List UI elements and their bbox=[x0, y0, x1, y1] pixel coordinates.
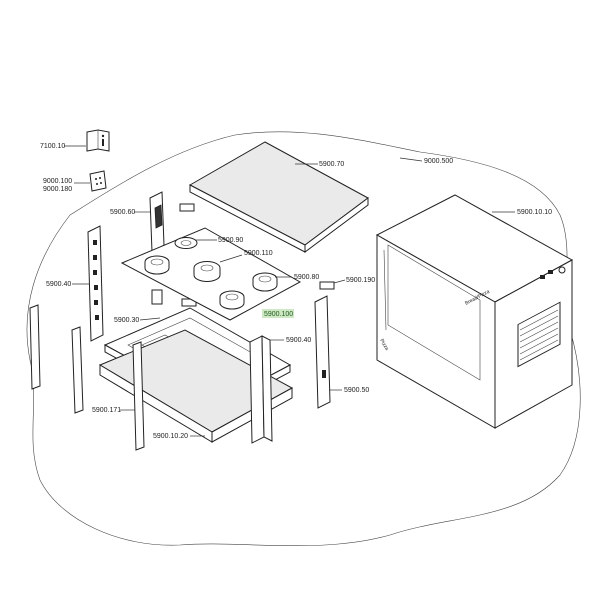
label-5900-80: 5900.80 bbox=[294, 274, 319, 281]
label-5900-40-right: 5900.40 bbox=[286, 337, 311, 344]
label-9000-500: 9000.500 bbox=[424, 158, 453, 165]
label-5900-50: 5900.50 bbox=[344, 387, 369, 394]
sticker-icon bbox=[89, 170, 107, 192]
assembly-outline bbox=[26, 131, 581, 547]
label-5900-30: 5900.30 bbox=[114, 317, 139, 324]
pad-part bbox=[179, 203, 195, 212]
pad-part bbox=[319, 281, 335, 290]
label-5900-190: 5900.190 bbox=[346, 277, 375, 284]
label-9000-180: 9000.180 bbox=[43, 186, 72, 193]
vent-grille bbox=[519, 309, 559, 361]
label-5900-171: 5900.171 bbox=[92, 407, 121, 414]
slim-strip-part bbox=[71, 326, 84, 414]
label-5900-40-left: 5900.40 bbox=[46, 281, 71, 288]
label-5900-10-10: 5900.10.10 bbox=[517, 209, 552, 216]
label-7100-10: 7100.10 bbox=[40, 143, 65, 150]
label-highlight-bg bbox=[262, 309, 294, 318]
manual-icon bbox=[86, 129, 110, 152]
base-plate-part bbox=[98, 329, 294, 443]
right-upright-part bbox=[249, 335, 273, 444]
label-5900-110: 5900.110 bbox=[244, 250, 273, 257]
ring-bottom bbox=[219, 290, 245, 310]
label-5900-70: 5900.70 bbox=[319, 161, 344, 168]
label-5900-100: 5900.100 bbox=[264, 311, 293, 318]
left-side-strip-part bbox=[87, 225, 104, 342]
oven-housing-part: Bread/Pizza Pizza bbox=[375, 194, 574, 429]
top-cover-part bbox=[188, 141, 369, 253]
ring-center-top bbox=[174, 237, 198, 249]
heater-sheet-part bbox=[120, 227, 302, 321]
label-9000-100: 9000.100 bbox=[43, 178, 72, 185]
label-5900-60: 5900.60 bbox=[110, 209, 135, 216]
label-5900-90: 5900.90 bbox=[218, 237, 243, 244]
right-side-strip-part bbox=[314, 295, 331, 409]
ring-left bbox=[144, 255, 170, 275]
housing-panel-text: Pizza bbox=[378, 338, 389, 352]
ring-right bbox=[252, 272, 278, 292]
slim-strip-part bbox=[132, 341, 145, 451]
label-5900-10-20: 5900.10.20 bbox=[153, 433, 188, 440]
ring-center bbox=[193, 261, 221, 282]
slim-strip-part bbox=[29, 304, 41, 390]
